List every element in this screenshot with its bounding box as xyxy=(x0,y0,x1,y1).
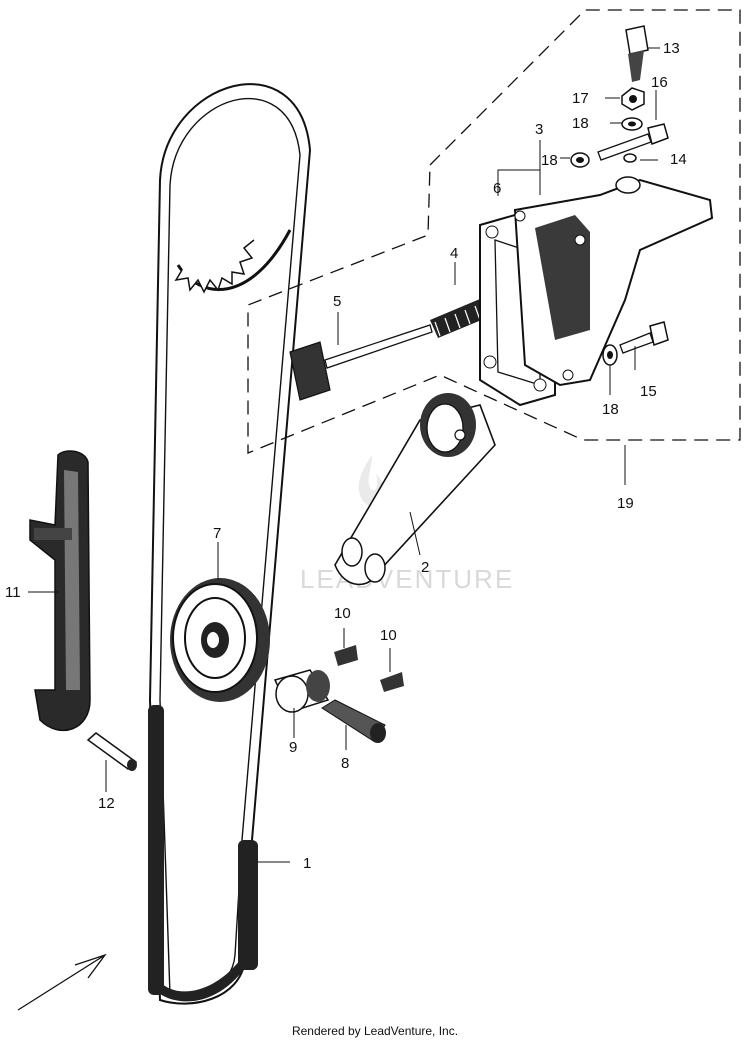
tensioner-arm xyxy=(334,393,496,586)
callout-11: 11 xyxy=(5,584,21,601)
callout-15: 15 xyxy=(640,383,657,400)
chain-links xyxy=(148,705,258,1002)
watermark-text: LEADVENTURE xyxy=(300,564,514,594)
nut-17 xyxy=(621,87,645,111)
callout-18a: 18 xyxy=(572,115,589,132)
callout-10a: 10 xyxy=(334,605,351,622)
pulley xyxy=(170,578,270,702)
assembly-outline xyxy=(247,9,741,454)
callout-2: 2 xyxy=(421,559,429,576)
washer-18-top xyxy=(621,117,643,131)
key-b xyxy=(380,672,404,692)
callout-16: 16 xyxy=(651,74,668,91)
mounting-bracket xyxy=(29,450,91,731)
bolt-15 xyxy=(619,321,669,354)
adjuster-rod xyxy=(289,324,433,401)
callout-3: 3 xyxy=(535,121,543,138)
callout-17: 17 xyxy=(572,90,589,107)
shaft xyxy=(321,699,386,743)
callout-18c: 18 xyxy=(602,401,619,418)
callout-18b: 18 xyxy=(541,152,558,169)
washer-18-bottom xyxy=(602,344,618,366)
housing xyxy=(513,176,714,387)
callout-13: 13 xyxy=(663,40,680,57)
callout-9: 9 xyxy=(289,739,297,756)
leader-lines xyxy=(28,47,660,863)
callout-12: 12 xyxy=(98,795,115,812)
washer-18-mid xyxy=(570,152,590,168)
footer-credit: Rendered by LeadVenture, Inc. xyxy=(291,1024,459,1038)
pin xyxy=(86,732,138,771)
callout-5: 5 xyxy=(333,293,341,310)
callout-19: 19 xyxy=(617,495,634,512)
bolt-16 xyxy=(597,123,669,161)
callout-10b: 10 xyxy=(380,627,397,644)
callout-6: 6 xyxy=(493,180,501,197)
callout-1: 1 xyxy=(303,855,311,872)
sprocket xyxy=(174,229,292,294)
key-a xyxy=(334,645,358,666)
callout-4: 4 xyxy=(450,245,458,262)
callout-8: 8 xyxy=(341,755,349,772)
washer-14 xyxy=(623,153,637,163)
arrow-icon xyxy=(17,953,107,1011)
callout-14: 14 xyxy=(670,151,687,168)
callout-7: 7 xyxy=(213,525,221,542)
bolt-13 xyxy=(625,25,649,82)
spacer-collar xyxy=(273,669,330,713)
drive-chain xyxy=(148,83,312,1005)
